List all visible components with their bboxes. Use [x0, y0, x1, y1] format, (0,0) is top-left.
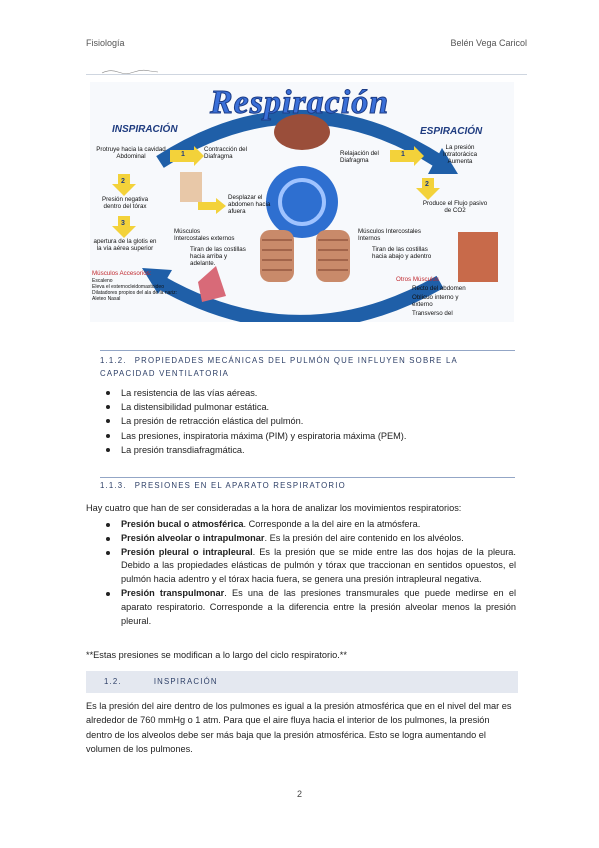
- section-number: 1.1.3.: [100, 481, 127, 490]
- pressure-term: Presión bucal o atmosférica: [121, 519, 244, 529]
- respiration-figure: Respiración INSPIRACIÓN ESPIRACIÓN 1 1 2…: [90, 82, 514, 322]
- page-number: 2: [296, 789, 302, 799]
- step-arrow-1-right: [390, 146, 424, 166]
- pressure-term: Presión alveolar o intrapulmonar: [121, 532, 265, 543]
- ribcage-left-image: [260, 230, 294, 282]
- pressure-text: . Es la presión que se mide entre las do…: [121, 546, 516, 585]
- pressure-text: . Es la presión del aire contenido en lo…: [264, 532, 464, 543]
- cycle-arrow-head-left: [142, 268, 172, 294]
- section-number: 1.1.2.: [100, 356, 127, 365]
- text-presion-intra: La presión Intratorácica Aumenta: [442, 144, 478, 165]
- section-number: 1.2.: [104, 677, 122, 686]
- text-intercostales-ext: Músculos Intercostales externos: [174, 228, 235, 242]
- step-arrow-2-left: [112, 174, 136, 196]
- pressure-term: Presión pleural o intrapleural: [121, 546, 253, 557]
- cycle-arrow-bottom: [156, 275, 444, 322]
- abdominal-muscle-image: [458, 232, 498, 282]
- text-otros-1: Recto del abdomen: [412, 285, 466, 292]
- section-intro: Hay cuatro que han de ser consideradas a…: [86, 503, 462, 513]
- section-shade: [86, 671, 518, 693]
- step-1-right: 1: [401, 151, 405, 158]
- figure-title: Respiración: [209, 84, 390, 122]
- list-item: Presión transpulmonar. Es una de las pre…: [106, 587, 516, 628]
- pencil-scribble: [101, 69, 159, 74]
- center-ring: [278, 178, 326, 226]
- list-item: Las presiones, inspiratoria máxima (PIM)…: [106, 429, 406, 443]
- text-accesorios-body: Escaleno Eleva el esternocleidomastoideo…: [92, 278, 178, 302]
- torso-image: [180, 172, 202, 202]
- text-flujo: Produce el Flujo pasivo de CO2: [422, 200, 488, 214]
- arrow-desplazar: [198, 198, 226, 214]
- section-title: INSPIRACIÓN: [153, 677, 218, 686]
- list-item: Presión bucal o atmosférica. Corresponde…: [106, 518, 516, 532]
- text-accesorios-title: Músculos Accesorios:: [92, 270, 152, 277]
- nose-image: [198, 266, 226, 302]
- header-rule: [86, 74, 527, 75]
- list-item: La presión transdiafragmática.: [106, 443, 406, 457]
- text-otros-3: Transverso del: [412, 310, 453, 317]
- text-otros-2: Oblicuo interno y externo: [412, 294, 459, 308]
- text-desplazar: Desplazar el abdomen hacia afuera: [228, 194, 271, 215]
- header-left: Fisiología: [86, 38, 125, 48]
- list-item: La distensibilidad pulmonar estática.: [106, 400, 406, 414]
- text-protruye: Protruye hacia la cavidad Abdominal: [96, 146, 166, 160]
- step-2-left: 2: [121, 178, 125, 185]
- section-rule: [100, 477, 515, 478]
- cycle-arrow-head-right: [428, 148, 458, 174]
- property-list: La resistencia de las vías aéreas. La di…: [106, 386, 406, 457]
- text-intercostales-int: Músculos Intercostales Internos: [358, 228, 421, 242]
- list-item: La resistencia de las vías aéreas.: [106, 386, 406, 400]
- step-1-left: 1: [181, 151, 185, 158]
- text-tiran-abajo: Tiran de las costillas hacia abajo y ade…: [372, 246, 432, 260]
- step-arrow-3-left: [112, 216, 136, 238]
- section-title: PRESIONES EN EL APARATO RESPIRATORIO: [134, 481, 346, 490]
- center-circle: [266, 166, 338, 238]
- pressure-text: . Corresponde a la del aire en la atmósf…: [243, 519, 421, 529]
- diaphragm-image: [274, 114, 330, 150]
- list-item: Presión alveolar o intrapulmonar. Es la …: [106, 532, 516, 546]
- list-item: La presión de retracción elástica del pu…: [106, 414, 406, 428]
- text-tiran-arriba: Tiran de las costillas hacia arriba y ad…: [190, 246, 246, 267]
- pressure-text: . Es una de las presiones transmurales q…: [121, 587, 516, 626]
- ribcage-right-image: [316, 230, 350, 282]
- text-presion-negativa: Presión negativa dentro del tórax: [101, 196, 149, 210]
- list-item: Presión pleural o intrapleural. Es la pr…: [106, 546, 516, 587]
- step-arrow-2-right: [416, 178, 440, 200]
- espiracion-label: ESPIRACIÓN: [420, 126, 483, 137]
- section-note: **Estas presiones se modifican a lo larg…: [86, 650, 347, 660]
- text-apertura: apertura de la glotis en la vía aérea su…: [93, 238, 157, 252]
- inspiracion-label: INSPIRACIÓN: [112, 124, 178, 135]
- section-heading: 1.1.3. PRESIONES EN EL APARATO RESPIRATOR…: [100, 481, 515, 490]
- header-right: Belén Vega Caricol: [450, 38, 527, 48]
- pressure-term: Presión transpulmonar: [121, 587, 225, 598]
- figure-graphics: [112, 110, 498, 322]
- section-heading: 1.1.2.PROPIEDADES MECÁNICAS DEL PULMÓN Q…: [100, 354, 515, 380]
- page-header: Fisiología Belén Vega Caricol: [86, 38, 527, 52]
- text-otros-title: Otros Músculos: [396, 276, 439, 283]
- section-heading: 1.2. INSPIRACIÓN: [104, 677, 519, 686]
- section-paragraph: Es la presión del aire dentro de los pul…: [86, 701, 512, 755]
- text-contraccion: Contracción del Diafragma: [204, 146, 247, 160]
- text-relajacion: Relajación del Diafragma: [340, 150, 379, 164]
- section-title: PROPIEDADES MECÁNICAS DEL PULMÓN QUE INF…: [100, 356, 458, 378]
- pressure-list: Presión bucal o atmosférica. Corresponde…: [106, 518, 516, 628]
- section-rule: [100, 350, 515, 351]
- step-2-right: 2: [425, 181, 429, 188]
- step-arrow-1-left: [170, 146, 204, 166]
- step-3-left: 3: [121, 220, 125, 227]
